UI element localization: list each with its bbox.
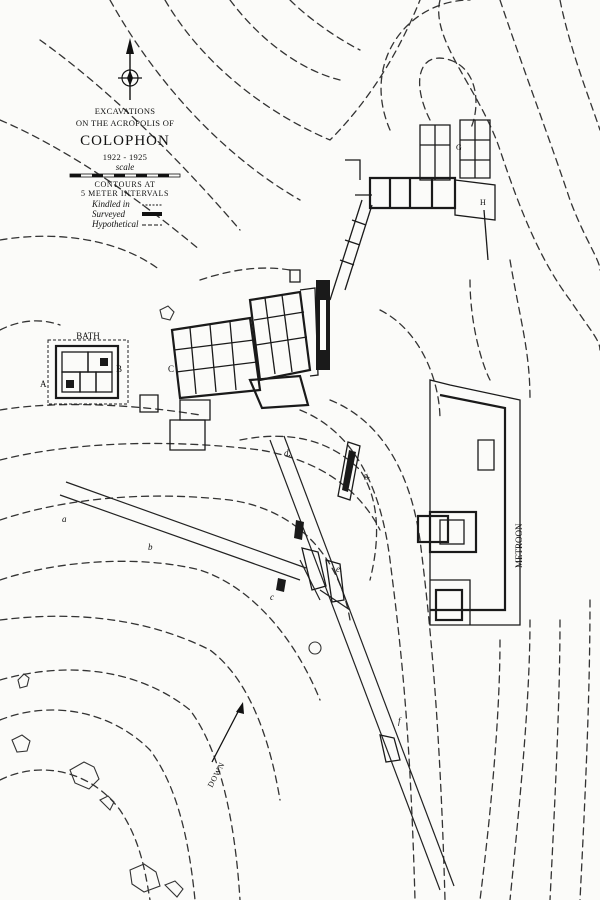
contour-line <box>380 0 471 131</box>
small-building-g: g. <box>337 441 370 501</box>
label-B: B <box>116 364 122 374</box>
north-building-complex: G H <box>345 119 496 221</box>
contours-line-2: 5 METER INTERVALS <box>81 189 169 198</box>
rock-outcrop <box>164 880 184 898</box>
contour-line <box>0 403 201 416</box>
contour-line <box>0 119 201 251</box>
contour-line <box>199 267 291 281</box>
label-a: a <box>62 514 67 524</box>
rock-outcrop <box>308 641 322 655</box>
contour-line <box>509 259 531 401</box>
contour-line <box>469 279 491 381</box>
scale-label: scale <box>116 162 135 172</box>
contour-line <box>479 639 501 900</box>
rock-outcrops <box>11 305 322 898</box>
contour-line <box>0 560 321 701</box>
contour-line <box>0 769 151 900</box>
contour-line <box>239 435 378 581</box>
title-line-1: EXCAVATIONS <box>95 106 156 116</box>
trenches <box>59 435 455 891</box>
label-d: d. <box>284 448 291 458</box>
trench-d-f <box>283 435 455 887</box>
contour-line <box>299 409 416 900</box>
bath-label: BATH <box>76 331 100 341</box>
contour-line <box>0 495 351 621</box>
legend: Kindled in Surveyed Hypothetical <box>91 199 162 229</box>
contour-line <box>0 709 196 900</box>
bath-building: BATH <box>47 331 129 405</box>
contours-line-1: CONTOURS AT <box>95 180 156 189</box>
down-arrow-icon <box>211 702 244 763</box>
label-G: G <box>456 143 462 152</box>
contour-line <box>379 309 441 421</box>
rock-outcrop <box>69 761 100 790</box>
title-years: 1922 - 1925 <box>103 152 147 162</box>
contour-line <box>164 0 421 141</box>
label-b: b <box>148 542 153 552</box>
contour-line <box>289 0 361 51</box>
contour-line <box>0 320 61 331</box>
trench-d-f <box>269 439 441 891</box>
contour-line <box>549 619 561 900</box>
rock-outcrop <box>11 734 31 753</box>
metroon-label: METROON <box>514 523 524 568</box>
rock-outcrop <box>159 305 175 321</box>
legend-label-2: Surveyed <box>92 209 125 219</box>
contour-line <box>109 0 301 201</box>
legend-label-3: Hypothetical <box>91 219 139 229</box>
contour-line <box>229 0 341 81</box>
metroon-building: METROON <box>416 379 524 626</box>
long-wall-north <box>329 199 489 301</box>
trench-a-c <box>65 481 307 569</box>
label-f: f <box>398 716 402 726</box>
contour-line <box>579 599 591 900</box>
rock-outcrop <box>17 673 30 689</box>
title-line-2: ON THE ACROPOLIS OF <box>76 118 174 128</box>
site-title: COLOPHON <box>80 133 170 149</box>
contour-line <box>329 399 446 900</box>
contour-line <box>0 615 281 801</box>
central-building-complex <box>139 269 330 451</box>
trench-a-c <box>59 494 301 581</box>
label-e: e. <box>336 564 342 574</box>
contour-line <box>418 57 477 131</box>
trench-d-f <box>319 589 351 611</box>
label-g: g. <box>364 471 370 480</box>
scale-bar <box>69 173 181 178</box>
rock-outcrop <box>129 863 161 893</box>
contour-line <box>499 0 600 271</box>
legend-swatch-2 <box>142 212 162 216</box>
contour-line <box>509 619 531 900</box>
contour-line <box>0 669 241 900</box>
contour-line <box>559 0 600 131</box>
label-H: H <box>480 198 486 207</box>
title-block: EXCAVATIONS ON THE ACROPOLIS OF COLOPHON… <box>69 106 181 198</box>
contour-line <box>0 442 381 531</box>
legend-label-1: Kindled in <box>91 199 130 209</box>
label-C: C <box>168 364 174 374</box>
rock-outcrop <box>99 795 115 811</box>
label-c: c <box>270 592 274 602</box>
contour-line <box>0 235 161 271</box>
contour-line <box>438 0 600 351</box>
contour-line <box>39 39 241 231</box>
label-A: A <box>40 379 47 389</box>
north-arrow-icon <box>118 38 142 100</box>
